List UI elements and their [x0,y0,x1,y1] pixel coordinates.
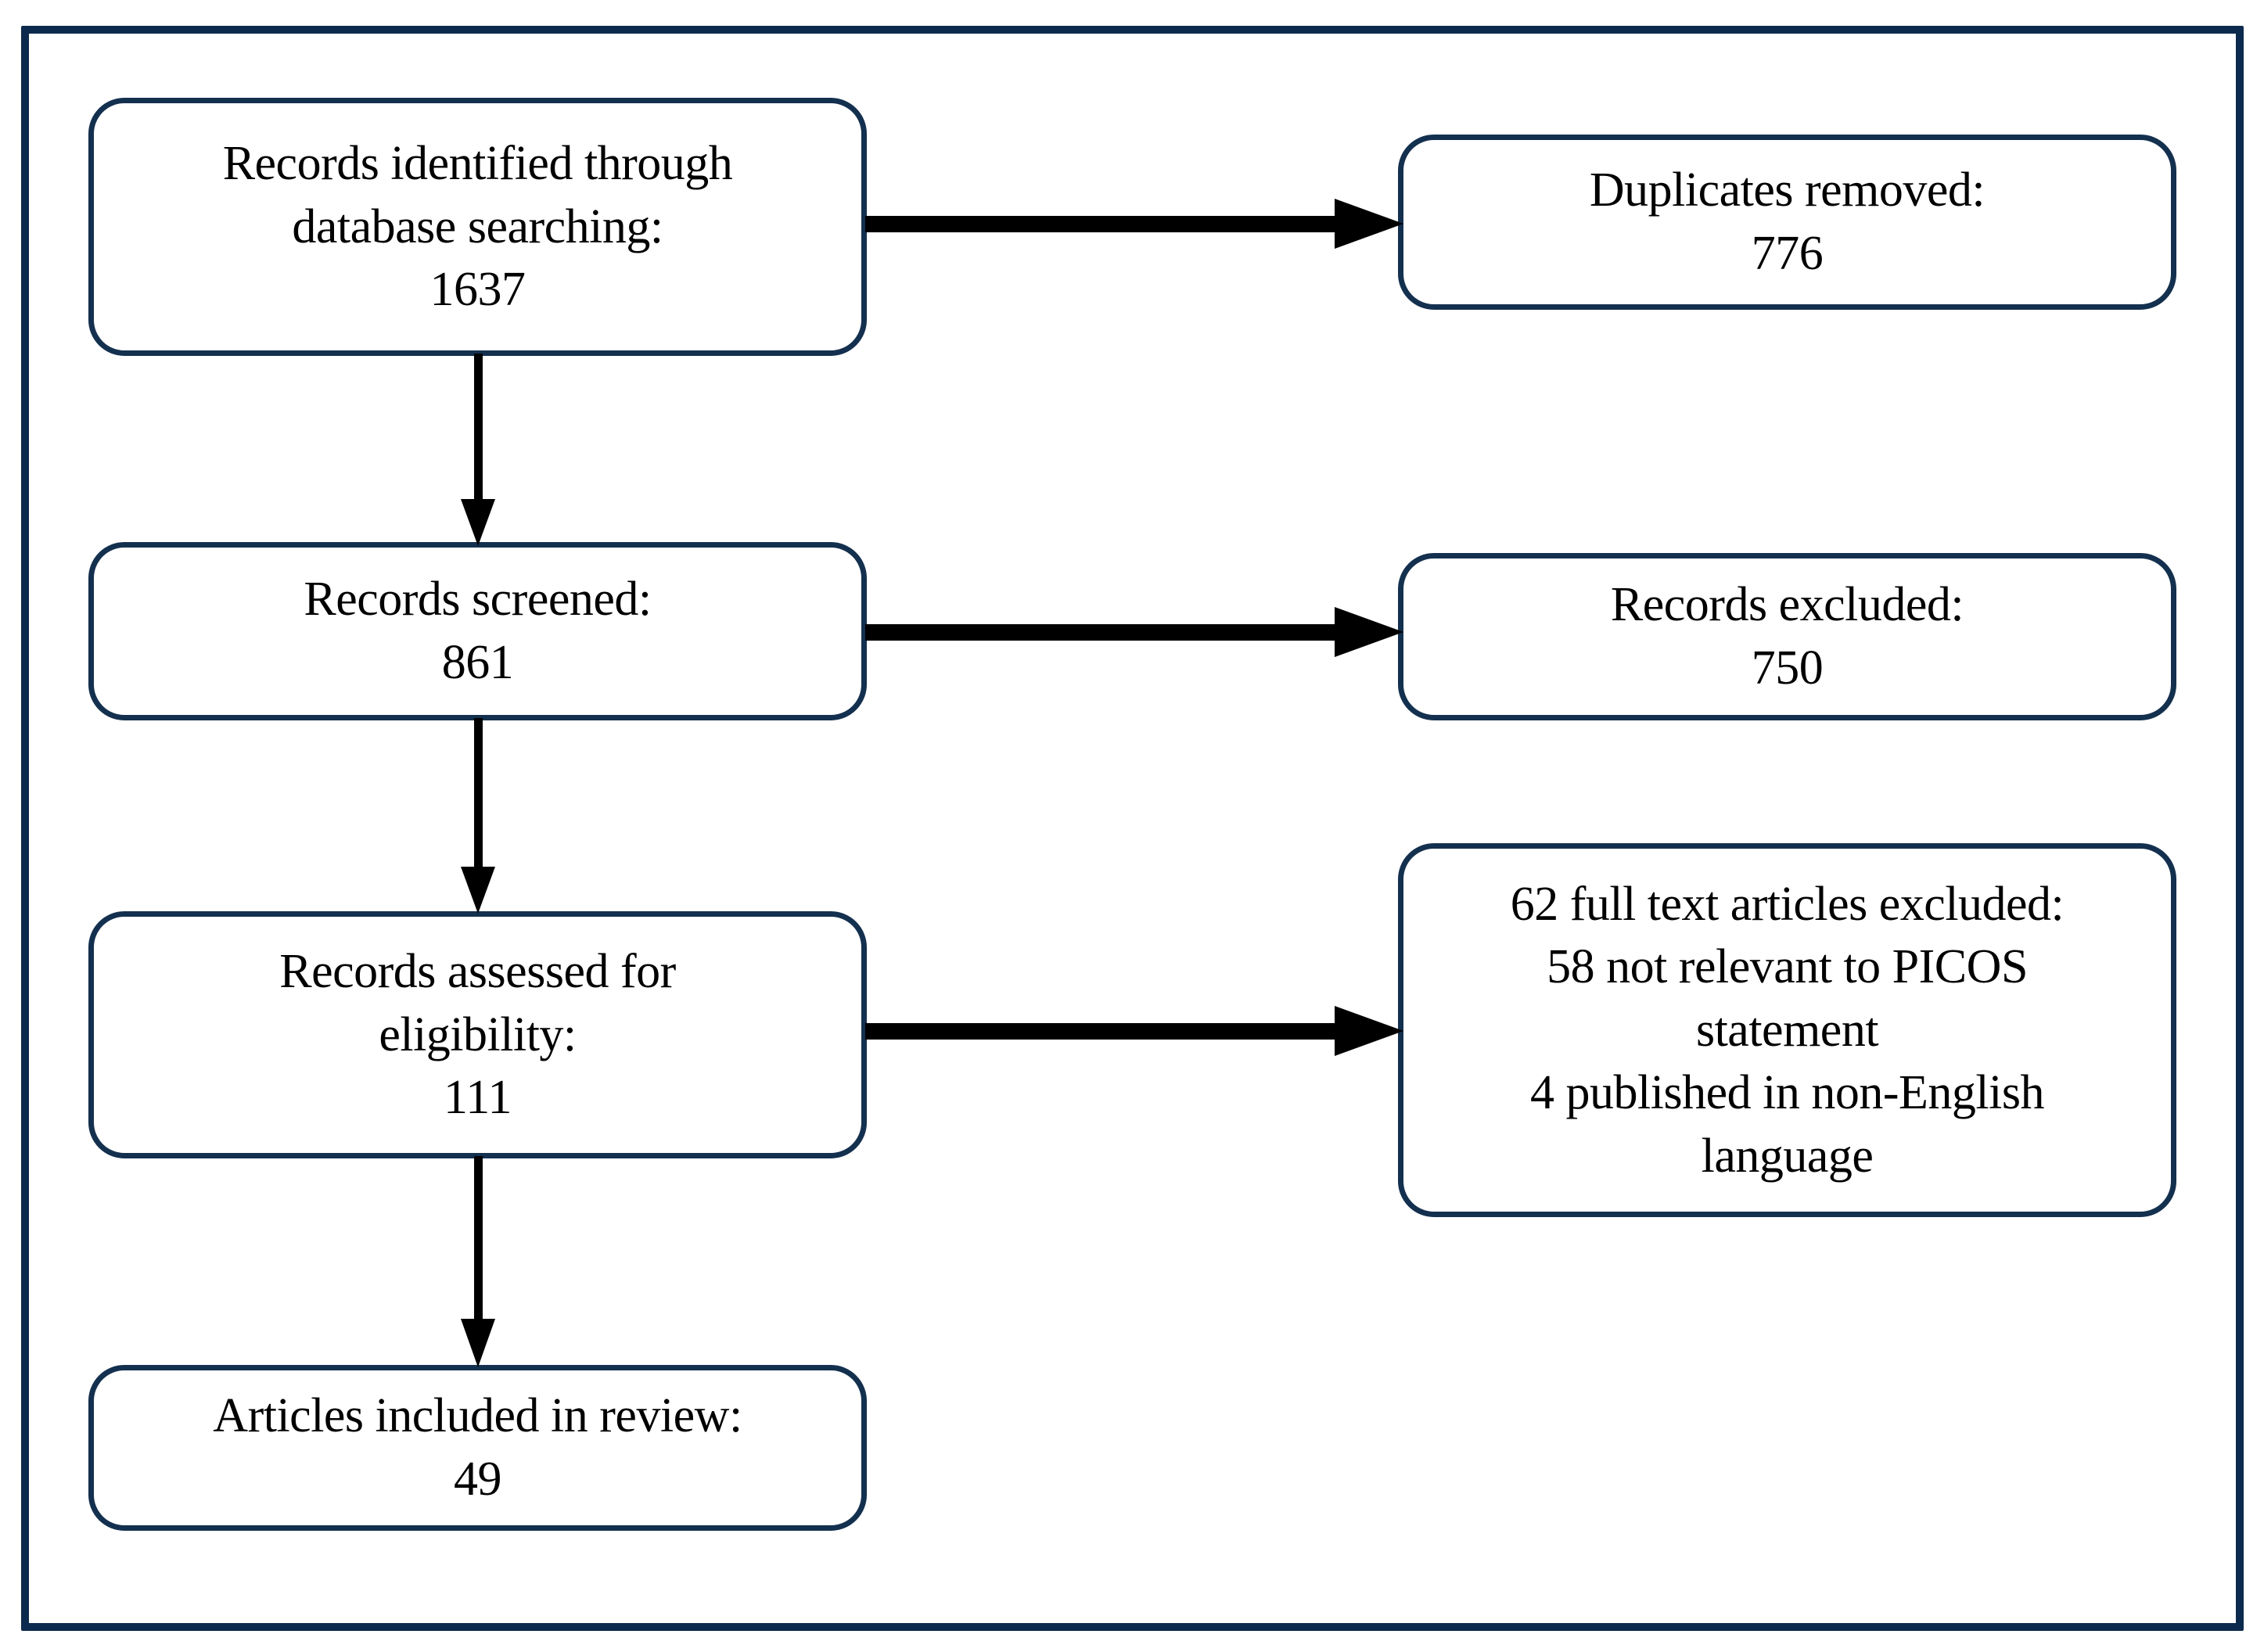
box-line: eligibility: [379,1007,577,1061]
arrow-right-screened-to-excluded [865,604,1405,660]
box-line: language [1701,1129,1874,1183]
box-line: Records excluded: [1610,578,1964,632]
outer-frame-border [21,26,2244,1631]
arrow-right-eligibility-to-fulltext [865,1003,1405,1059]
box-line: statement [1695,1003,1879,1057]
box-line: Duplicates removed: [1589,163,1985,217]
box-count: 750 [1751,641,1824,695]
records-screened-box: Records screened: 861 [88,542,867,720]
arrow-down-eligibility-to-included [454,1156,502,1369]
box-line: Records screened: [304,573,652,627]
box-count: 49 [454,1453,502,1506]
articles-included-box: Articles included in review: 49 [88,1365,867,1531]
arrow-down-screened-to-eligibility [454,718,502,915]
records-assessed-box: Records assessed for eligibility: 111 [88,911,867,1158]
box-count: 111 [444,1071,512,1125]
box-count: 1637 [429,263,526,317]
box-line: 4 published in non-English [1530,1066,2044,1120]
box-line: 62 full text articles excluded: [1510,877,2065,931]
box-count: 861 [441,636,514,689]
records-excluded-box: Records excluded: 750 [1398,553,2176,720]
duplicates-removed-box: Duplicates removed: 776 [1398,135,2176,310]
records-identified-box: Records identified through database sear… [88,98,867,356]
box-line: Records assessed for [279,945,676,999]
box-line: Records identified through [222,137,733,191]
box-line: Articles included in review: [213,1389,742,1443]
box-count: 776 [1751,227,1824,280]
box-line: database searching: [292,199,663,253]
arrow-right-identified-to-duplicates [865,196,1405,252]
arrow-down-identified-to-screened [454,354,502,548]
full-text-excluded-box: 62 full text articles excluded: 58 not r… [1398,843,2176,1217]
box-line: 58 not relevant to PICOS [1547,940,2028,994]
